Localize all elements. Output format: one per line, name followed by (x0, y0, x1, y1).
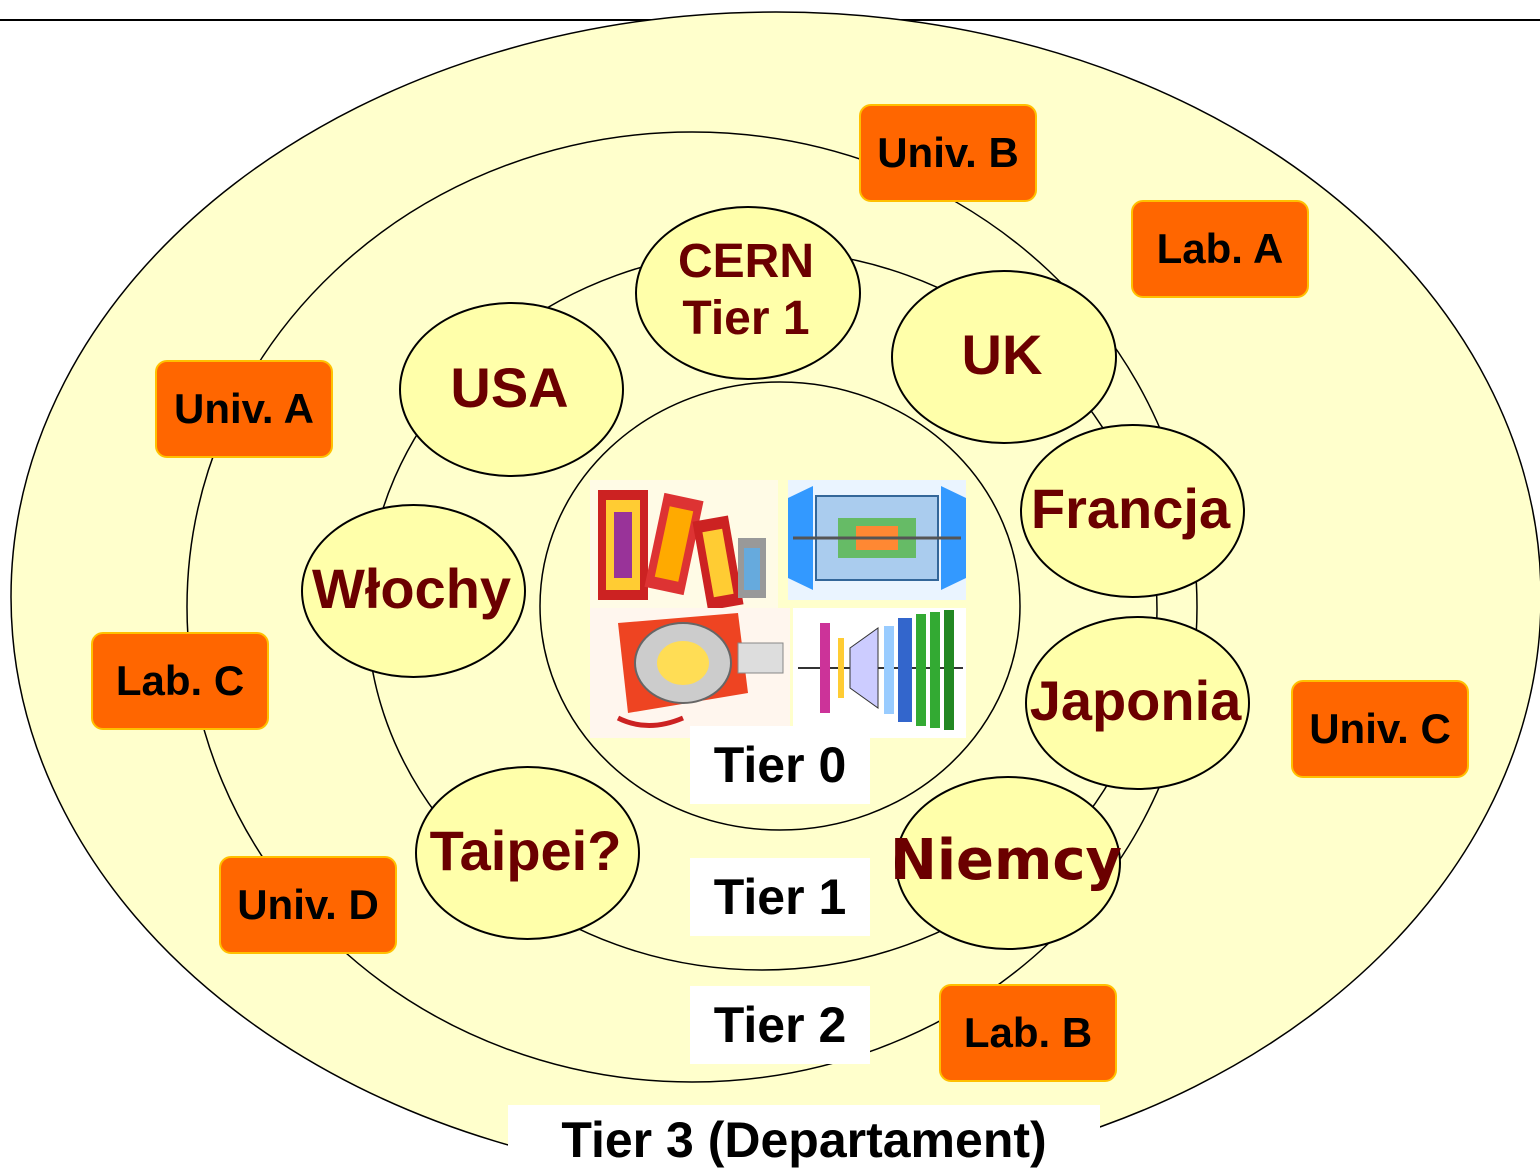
atlas-detector-icon (590, 480, 778, 620)
francja-label: Francja (1030, 477, 1231, 540)
japonia-label: Japonia (1029, 669, 1242, 732)
site-univ-b[interactable]: Univ. B (859, 104, 1037, 202)
tier1-center-taipei[interactable] (415, 766, 640, 940)
niemcy-label: Niemcy (889, 828, 1123, 893)
tier1-center-wlochy[interactable] (301, 504, 526, 678)
tier1-center-usa[interactable] (399, 302, 624, 477)
tier1-center-niemcy[interactable] (895, 776, 1121, 950)
tier0-label: Tier 0 (690, 726, 870, 804)
site-univ-d[interactable]: Univ. D (219, 856, 397, 954)
site-univ-a[interactable]: Univ. A (155, 360, 333, 458)
cern-label: CERN Tier 1 (677, 235, 814, 345)
taipei-label: Taipei? (429, 819, 622, 882)
site-lab-b[interactable]: Lab. B (939, 984, 1117, 1082)
tier3-label: Tier 3 (Departament) (508, 1105, 1100, 1175)
tier1-center-francja[interactable] (1020, 424, 1245, 598)
detector-images (590, 480, 966, 738)
site-lab-c[interactable]: Lab. C (91, 632, 269, 730)
tier1-center-japonia[interactable] (1025, 616, 1250, 790)
site-univ-c[interactable]: Univ. C (1291, 680, 1469, 778)
tier1-center-uk[interactable] (891, 270, 1117, 444)
wlochy-label: Włochy (311, 557, 512, 620)
uk-label: UK (961, 323, 1043, 386)
usa-label: USA (450, 355, 569, 419)
cms-detector-icon (788, 480, 966, 600)
alice-detector-icon (590, 608, 790, 738)
lhcb-detector-icon (793, 608, 966, 738)
tier1-center-cern[interactable] (635, 206, 861, 380)
tier1-label: Tier 1 (690, 858, 870, 936)
site-lab-a[interactable]: Lab. A (1131, 200, 1309, 298)
tier2-label: Tier 2 (690, 986, 870, 1064)
